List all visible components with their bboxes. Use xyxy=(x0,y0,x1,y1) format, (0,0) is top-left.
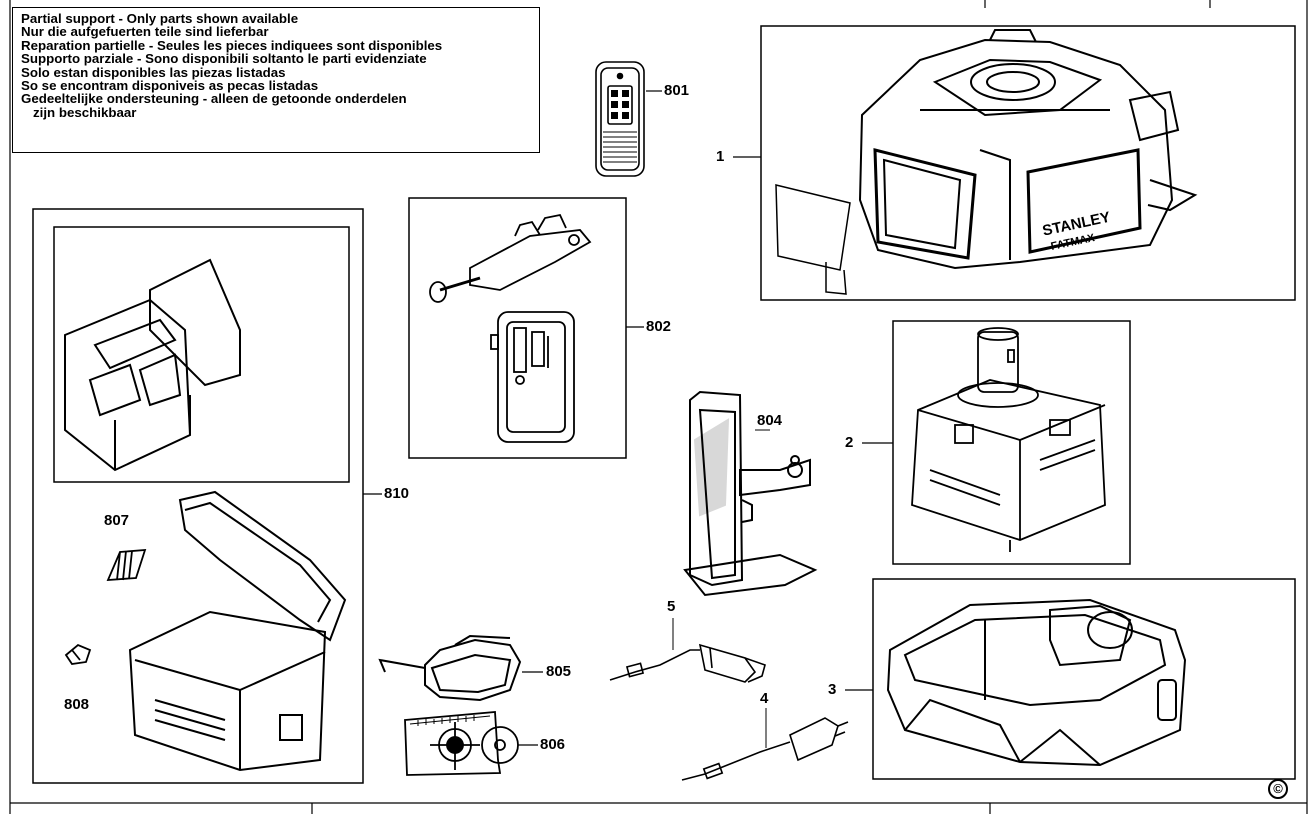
part-label-3: 3 xyxy=(828,681,837,698)
part-label-808: 808 xyxy=(64,696,90,713)
case-group-box xyxy=(32,208,364,784)
chassis-box xyxy=(892,320,1131,565)
partial-support-notice: Partial support - Only parts shown avail… xyxy=(12,7,540,153)
housing-base-box xyxy=(872,578,1296,780)
rotary-laser-1 xyxy=(858,29,1198,270)
carry-case xyxy=(128,490,347,772)
notice-line-fr: Reparation partielle - Seules les pieces… xyxy=(21,37,443,53)
foam-insert xyxy=(64,258,241,472)
notice-line-pt: So se encontram disponiveis as pecas lis… xyxy=(21,78,319,94)
page-frame xyxy=(9,0,1308,814)
laser-target-card xyxy=(775,184,851,295)
receiver-clamp-802 xyxy=(429,213,592,303)
laser-glasses-805 xyxy=(378,634,522,702)
part-label-806: 806 xyxy=(540,736,566,753)
mains-charger-4 xyxy=(681,708,849,781)
car-charger-5 xyxy=(609,618,766,683)
part-label-804: 804 xyxy=(757,412,783,429)
part-label-810: 810 xyxy=(384,485,410,502)
foam-insert-box xyxy=(53,226,350,483)
receiver-box xyxy=(408,197,627,459)
latch-part-807 xyxy=(106,548,147,582)
target-plate-806 xyxy=(404,711,519,776)
part-label-801: 801 xyxy=(664,82,690,99)
part-label-805: 805 xyxy=(546,663,572,680)
housing-base-3 xyxy=(886,598,1187,767)
notice-line-it: Supporto parziale - Sono disponibili sol… xyxy=(21,51,427,67)
part-label-2: 2 xyxy=(845,434,854,451)
part-label-807: 807 xyxy=(104,512,130,529)
notice-line-de: Nur die aufgefuerten teile sind lieferba… xyxy=(21,24,269,40)
part-label-5: 5 xyxy=(667,598,676,615)
wall-mount-804 xyxy=(683,390,818,597)
notice-line-nl: Gedeeltelijke ondersteuning - alleen de … xyxy=(21,91,407,107)
clip-part-808 xyxy=(64,643,92,665)
remote-control-801 xyxy=(595,61,645,177)
laser-receiver-802 xyxy=(490,311,575,443)
internal-chassis-2 xyxy=(911,327,1106,552)
copyright-symbol: © xyxy=(1268,779,1288,799)
notice-line-en: Partial support - Only parts shown avail… xyxy=(21,11,299,26)
part-label-4: 4 xyxy=(760,690,769,707)
part-label-1: 1 xyxy=(716,148,725,165)
laser-unit-box xyxy=(760,25,1296,301)
notice-line-nl-cont: zijn beschikbaar xyxy=(33,104,137,120)
part-label-802: 802 xyxy=(646,318,672,335)
notice-line-es: Solo estan disponibles las piezas listad… xyxy=(21,64,286,80)
